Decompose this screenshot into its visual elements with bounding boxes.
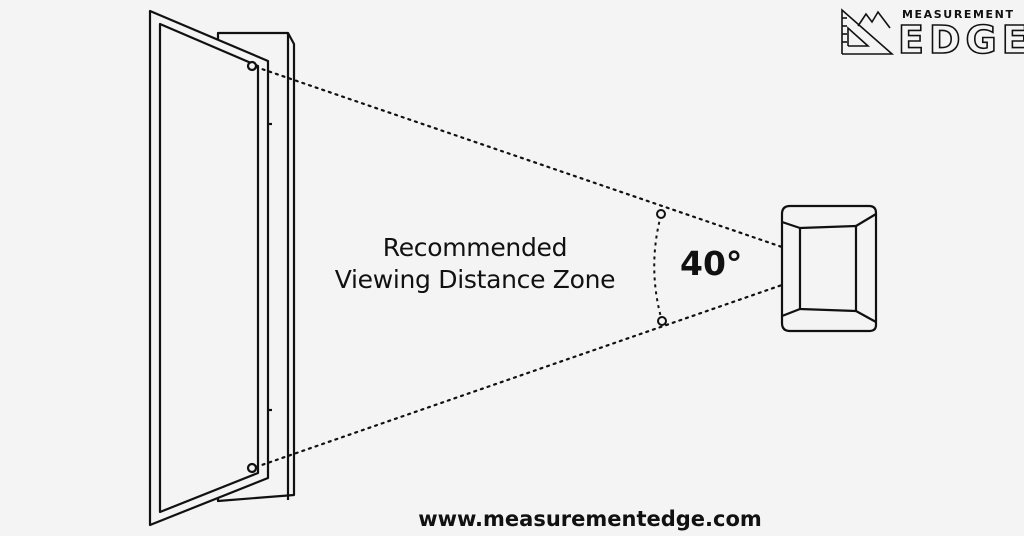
logo-main-text: EDGE — [897, 18, 1024, 62]
sofa-icon — [780, 204, 878, 333]
viewing-zone-label: Recommended Viewing Distance Zone — [300, 232, 650, 296]
sight-lines — [254, 65, 784, 469]
logo-top-text: MEASUREMENT — [902, 8, 1015, 21]
zone-label-line1: Recommended — [382, 233, 568, 262]
angle-label: 40° — [680, 244, 743, 283]
zone-label-line2: Viewing Distance Zone — [334, 265, 616, 294]
angle-arc — [653, 209, 667, 326]
brand-logo: MEASUREMENT EDGE — [838, 6, 1024, 61]
logo-mark-icon — [841, 8, 895, 55]
tv-screen-icon — [148, 9, 296, 527]
website-url: www.measurementedge.com — [418, 507, 762, 531]
